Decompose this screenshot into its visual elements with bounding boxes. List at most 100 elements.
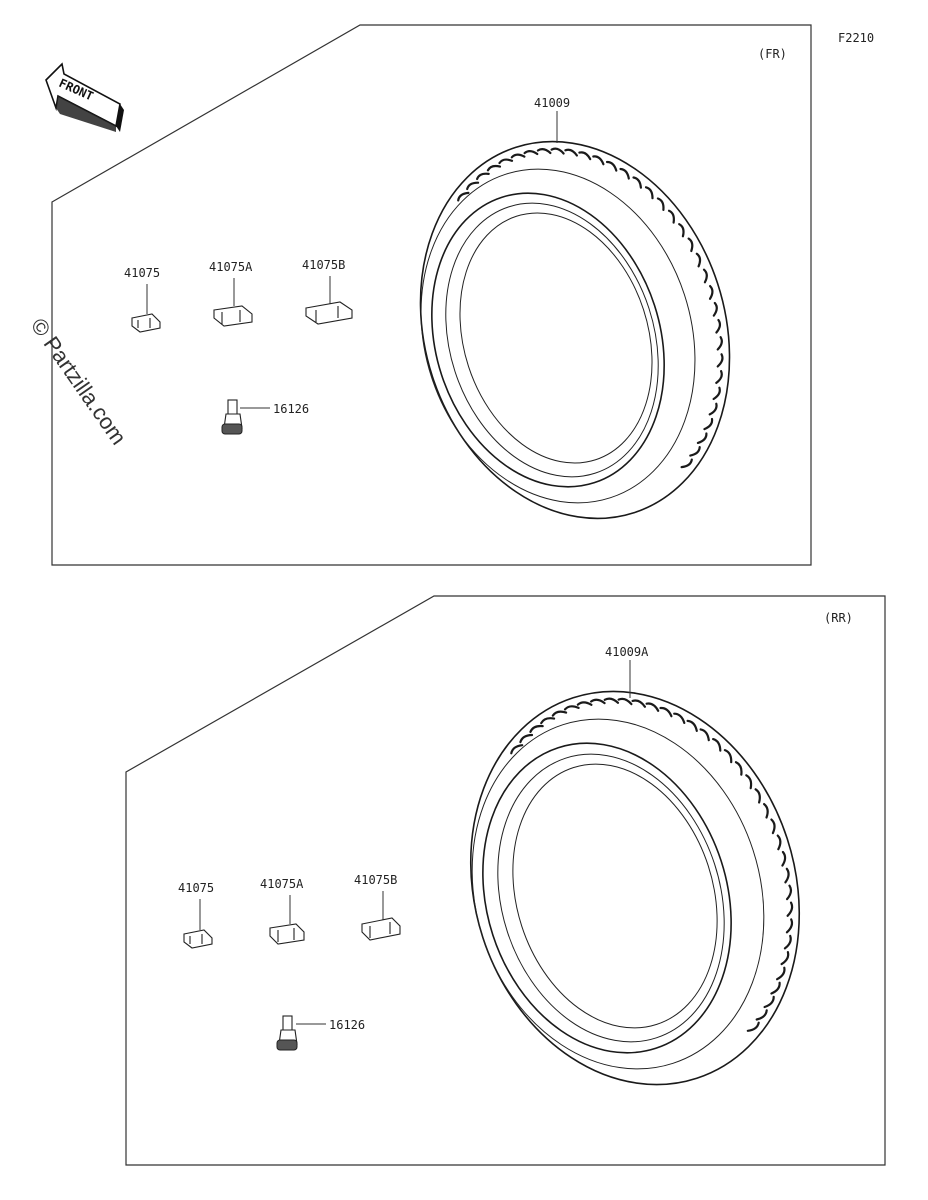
- rear-section: (RR) 41009A 41075 41075A 41075B: [125, 595, 886, 1166]
- tread-groove: [786, 884, 793, 901]
- tread-groove: [746, 1021, 760, 1032]
- rear-section-frame: [125, 595, 886, 1166]
- tread-groove: [563, 705, 580, 711]
- front-weight-label-2: 41075A: [209, 260, 253, 274]
- tread-groove: [703, 417, 714, 431]
- tread-groove: [667, 209, 675, 224]
- tread-groove: [680, 458, 693, 469]
- front-arrow-icon: FRONT: [45, 62, 124, 132]
- tread-groove: [785, 918, 794, 934]
- front-tire-tread: [457, 147, 724, 469]
- tread-groove: [763, 995, 775, 1009]
- svg-text:© Partzilla.com: © Partzilla.com: [26, 314, 132, 450]
- tread-groove: [687, 237, 694, 253]
- front-section: (FR) 41009 41075 41075A 41075B: [51, 24, 812, 566]
- diagram-code: F2210: [838, 31, 874, 45]
- tread-groove: [712, 386, 721, 401]
- front-section-frame: [51, 24, 812, 566]
- rear-valve: 16126: [276, 1015, 365, 1051]
- front-weight-41075: 41075: [124, 266, 161, 333]
- tread-groove: [564, 148, 578, 157]
- tread-groove: [578, 151, 592, 161]
- tread-groove: [686, 719, 698, 732]
- tread-groove: [734, 761, 743, 776]
- tread-groove: [656, 197, 665, 211]
- tread-groove: [781, 850, 787, 867]
- tread-groove: [605, 160, 618, 172]
- tread-groove: [716, 353, 724, 368]
- tread-groove: [540, 717, 556, 725]
- tread-groove: [678, 223, 685, 238]
- tread-groove: [776, 834, 782, 851]
- tread-groove: [476, 172, 490, 181]
- front-weight-41075A: 41075A: [209, 260, 253, 327]
- front-section-label: (FR): [758, 47, 787, 61]
- tread-groove: [708, 285, 714, 300]
- tread-groove: [780, 951, 790, 966]
- tread-groove: [592, 155, 605, 166]
- rear-valve-part-number: 16126: [329, 1018, 365, 1032]
- front-tire: [419, 140, 731, 520]
- rear-weight-41075B: 41075B: [354, 873, 401, 941]
- tread-groove: [695, 252, 702, 268]
- rear-weight-41075A: 41075A: [260, 877, 305, 945]
- tread-groove: [715, 318, 722, 334]
- rear-weight-label-3: 41075B: [354, 873, 397, 887]
- rear-weight-41075: 41075: [178, 881, 214, 949]
- tread-groove: [712, 738, 722, 752]
- tread-groove: [619, 167, 630, 180]
- tread-groove: [755, 1009, 768, 1021]
- rear-section-label: (RR): [824, 611, 853, 625]
- tread-groove: [696, 432, 708, 444]
- tread-groove: [783, 934, 792, 950]
- tread-groove: [659, 706, 673, 718]
- tread-groove: [510, 153, 526, 159]
- tread-groove: [631, 699, 646, 708]
- tread-groove: [770, 818, 776, 835]
- tread-groove: [716, 336, 723, 351]
- tread-groove: [712, 301, 718, 317]
- tread-groove: [715, 370, 723, 384]
- tread-groove: [770, 981, 781, 995]
- tread-groove: [702, 268, 708, 284]
- tread-groove: [689, 446, 701, 457]
- tread-groove: [645, 702, 660, 712]
- tread-groove: [745, 774, 753, 790]
- tread-groove: [519, 733, 534, 744]
- tread-groove: [754, 788, 761, 804]
- tread-groove: [486, 164, 502, 172]
- tread-groove: [603, 697, 620, 704]
- tread-groove: [673, 712, 686, 724]
- front-weight-label-1: 41075: [124, 266, 160, 280]
- tread-groove: [536, 148, 552, 155]
- tread-groove: [632, 176, 642, 189]
- tread-groove: [498, 158, 514, 165]
- tread-groove: [576, 701, 593, 706]
- tread-groove: [551, 710, 568, 717]
- tread-groove: [776, 966, 786, 981]
- tread-groove: [786, 901, 794, 917]
- rear-tire: [469, 690, 801, 1086]
- tread-groove: [590, 698, 606, 705]
- tread-groove: [763, 803, 769, 819]
- tread-groove: [617, 697, 633, 706]
- tread-groove: [699, 728, 710, 742]
- front-valve: 16126: [221, 399, 309, 435]
- tread-groove: [550, 147, 565, 155]
- tread-groove: [523, 150, 539, 156]
- front-valve-part-number: 16126: [273, 402, 309, 416]
- front-weight-label-3: 41075B: [302, 258, 345, 272]
- tread-groove: [457, 191, 470, 202]
- rear-weight-label-1: 41075: [178, 881, 214, 895]
- tread-groove: [529, 724, 544, 733]
- front-weight-41075B: 41075B: [302, 258, 353, 325]
- rear-weight-label-2: 41075A: [260, 877, 304, 891]
- tread-groove: [723, 749, 733, 764]
- front-tire-part-number: 41009: [534, 96, 570, 110]
- rear-tire-tread: [510, 697, 794, 1032]
- tread-groove: [466, 181, 480, 191]
- tread-groove: [510, 744, 524, 755]
- watermark: © Partzilla.com: [26, 314, 132, 450]
- rear-tire-part-number: 41009A: [605, 645, 649, 659]
